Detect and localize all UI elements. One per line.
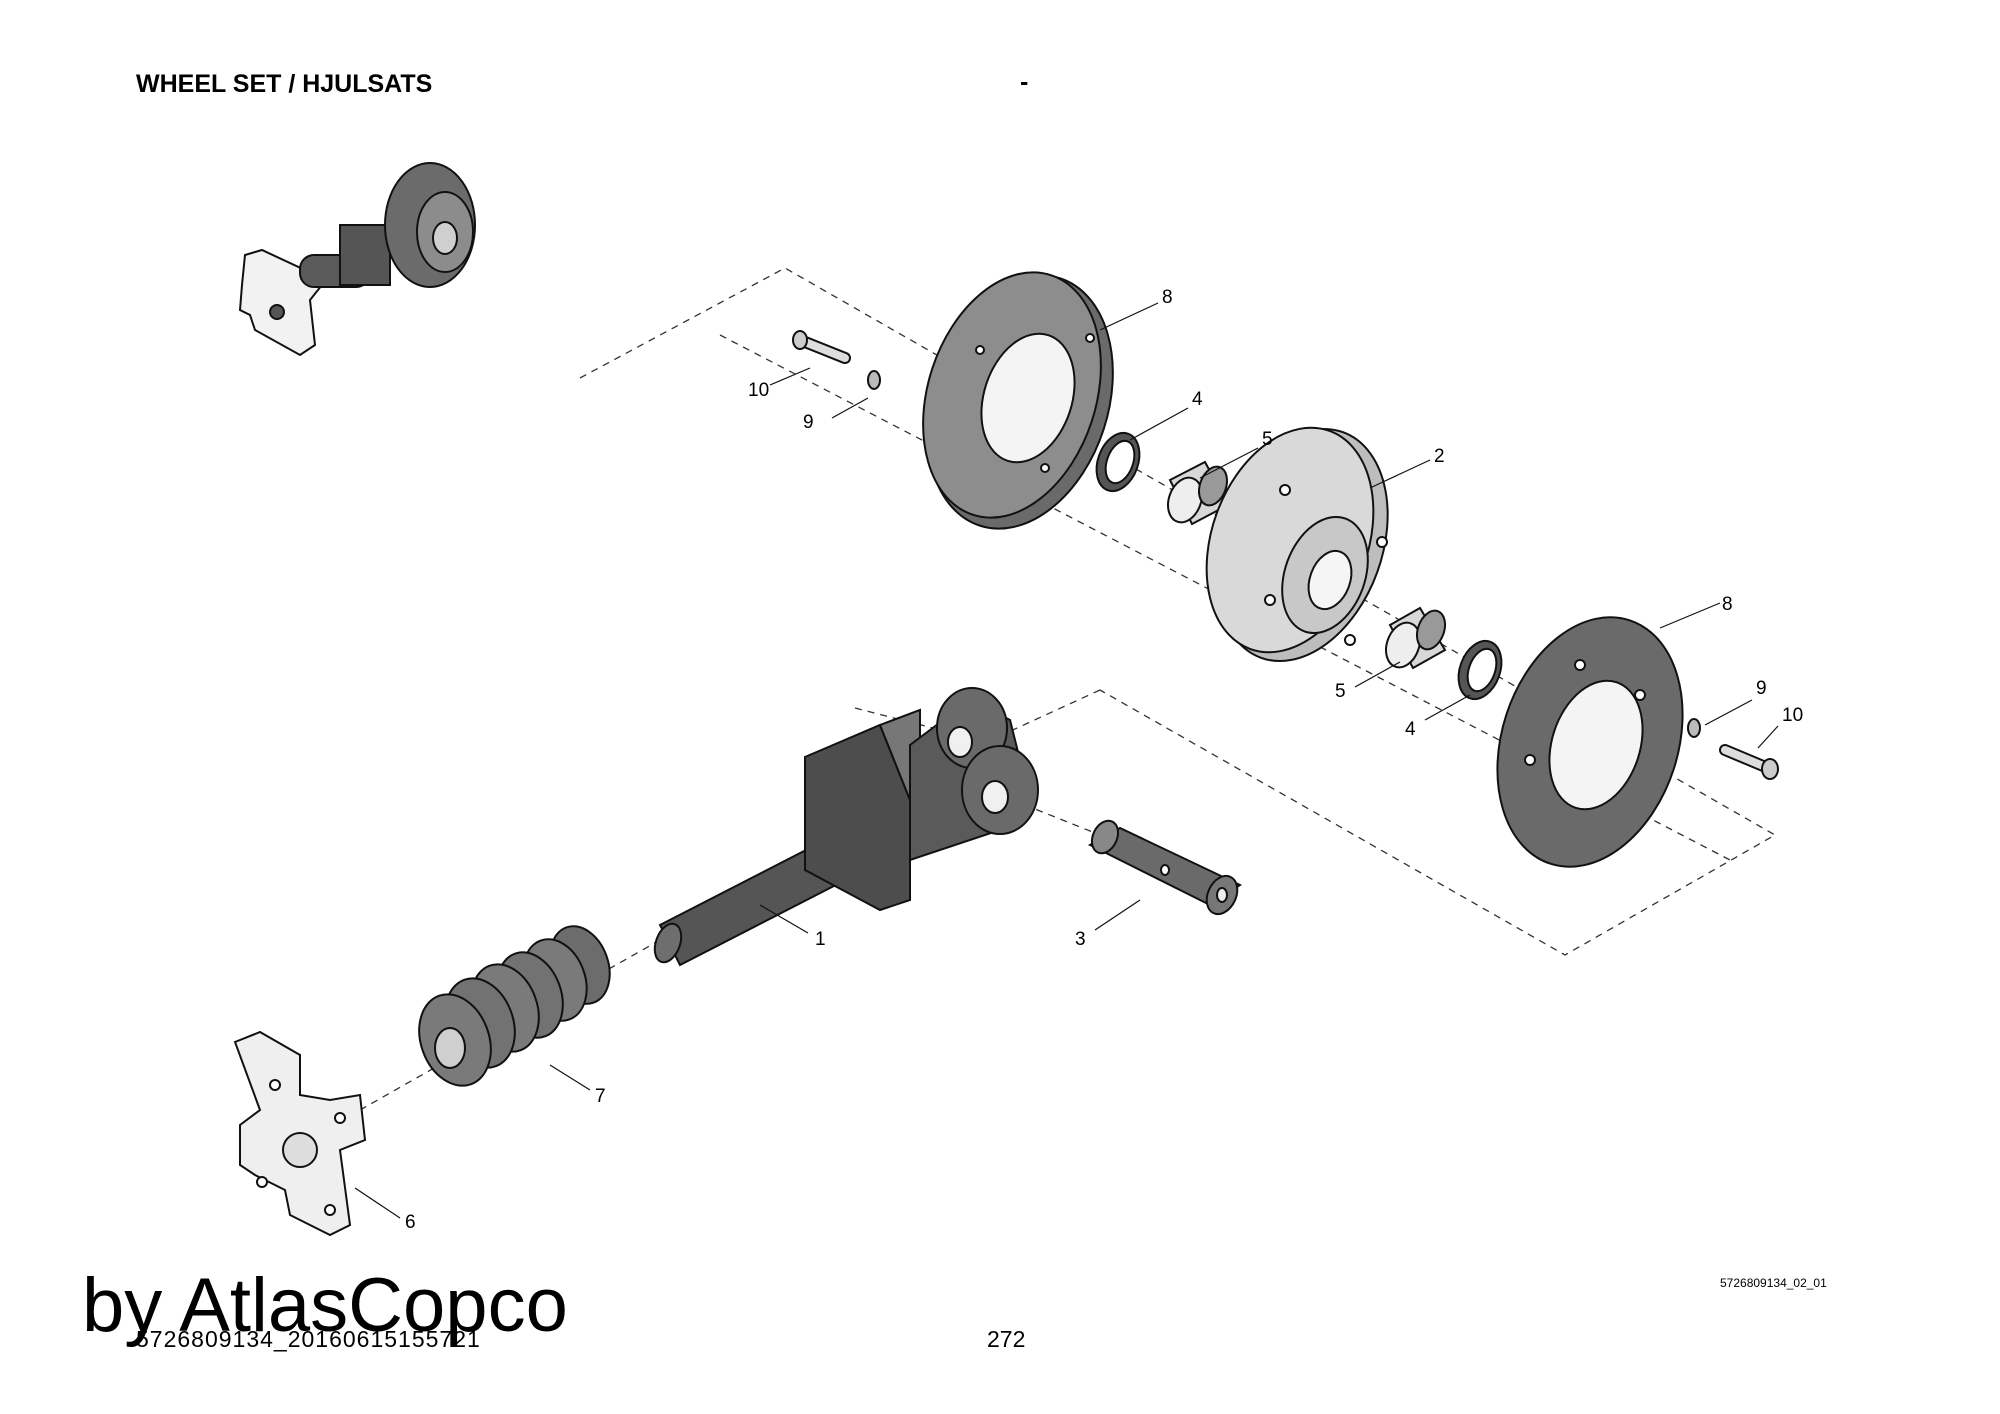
header-center-mark: -: [1020, 68, 1029, 96]
callout-10-upper: 10: [748, 380, 769, 401]
callout-1: 1: [815, 929, 826, 950]
callout-5-lower: 5: [1335, 681, 1346, 702]
watermark: by AtlasCopco: [82, 1263, 568, 1348]
callout-2: 2: [1434, 446, 1445, 467]
part-4-ring-lower: [1457, 639, 1503, 701]
callout-9-upper: 9: [803, 412, 814, 433]
part-4-ring-upper: [1095, 431, 1141, 493]
leader-lines: [354, 302, 1779, 1219]
page-number: 272: [987, 1326, 1026, 1352]
callout-10-lower: 10: [1782, 705, 1803, 726]
overview-assembly: [238, 162, 476, 357]
part-8-disc-lower: [1496, 616, 1684, 868]
part-8-disc-upper: [922, 271, 1114, 530]
callout-4-upper: 4: [1192, 389, 1203, 410]
callout-6: 6: [405, 1212, 416, 1233]
part-9-washer-lower: [1687, 718, 1701, 738]
part-5-bushing-lower: [1385, 606, 1447, 670]
callout-7: 7: [595, 1086, 606, 1107]
part-1-fork-shaft: [653, 687, 1039, 967]
part-10-screw-lower: [1719, 744, 1779, 780]
part-6-plate: [233, 1030, 367, 1237]
callout-4-lower: 4: [1405, 719, 1416, 740]
callout-8-upper: 8: [1162, 287, 1173, 308]
page-title: WHEEL SET / HJULSATS: [136, 70, 433, 98]
callout-5-upper: 5: [1262, 429, 1273, 450]
part-3-pin: [1087, 819, 1243, 916]
callout-9-lower: 9: [1756, 678, 1767, 699]
callout-labels: 8 10 9 4 5 2 8 5 4 9 10 1 3 7 6: [405, 287, 1803, 1233]
part-5-bushing-upper: [1167, 460, 1230, 526]
callout-3: 3: [1075, 929, 1086, 950]
part-2-hub: [1205, 426, 1389, 663]
document-id: 5726809134_20160615155721: [136, 1326, 481, 1352]
part-10-screw-upper: [792, 330, 851, 364]
part-9-washer-upper: [867, 370, 881, 390]
callout-8-lower: 8: [1722, 594, 1733, 615]
figure-reference: 5726809134_02_01: [1720, 1276, 1827, 1290]
part-7-spring: [418, 925, 611, 1087]
